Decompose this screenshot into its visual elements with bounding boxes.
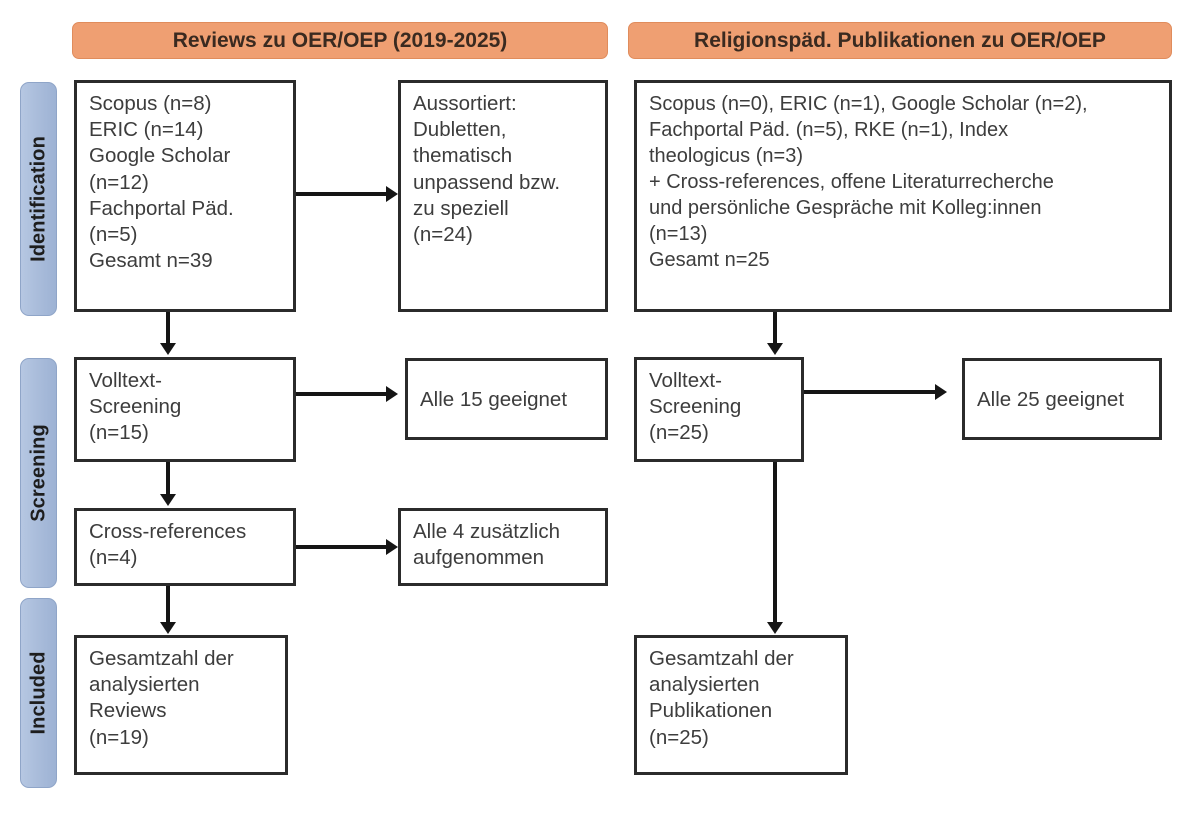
connector-right-fulltext-to-included — [773, 462, 777, 624]
connector-left-crossref-to-included — [166, 586, 170, 624]
left-included-box: Gesamtzahl der analysierten Reviews (n=1… — [74, 635, 288, 775]
connector-right-fulltext-to-result — [804, 390, 935, 394]
arrowhead-right-fulltext-to-result — [935, 384, 947, 400]
stage-label-included-text: Included — [27, 651, 49, 735]
stage-label-identification-text: Identification — [27, 136, 49, 262]
right-fulltext-box: Volltext- Screening (n=25) — [634, 357, 804, 462]
connector-right-ident-to-fulltext — [773, 312, 777, 345]
right-fulltext-result-box: Alle 25 geeignet — [962, 358, 1162, 440]
connector-left-fulltext-to-crossref — [166, 462, 170, 496]
arrowhead-left-ident-to-excluded — [386, 186, 398, 202]
arrowhead-left-ident-to-fulltext — [160, 343, 176, 355]
left-fulltext-box: Volltext- Screening (n=15) — [74, 357, 296, 462]
column-header-reviews-text: Reviews zu OER/OEP (2019-2025) — [172, 28, 508, 52]
arrowhead-left-crossref-to-included — [160, 622, 176, 634]
connector-left-fulltext-to-result — [296, 392, 386, 396]
left-crossref-box: Cross-references (n=4) — [74, 508, 296, 586]
connector-left-crossref-to-result — [296, 545, 386, 549]
stage-label-included: Included — [20, 598, 57, 788]
stage-label-screening: Screening — [20, 358, 57, 588]
left-crossref-result-box: Alle 4 zusätzlich aufgenommen — [398, 508, 608, 586]
connector-left-ident-to-excluded — [296, 192, 386, 196]
arrowhead-right-fulltext-to-included — [767, 622, 783, 634]
left-excluded-box: Aussortiert: Dubletten, thematisch unpas… — [398, 80, 608, 312]
arrowhead-left-fulltext-to-result — [386, 386, 398, 402]
stage-label-screening-text: Screening — [27, 424, 49, 522]
column-header-publications: Religionspäd. Publikationen zu OER/OEP — [628, 22, 1172, 59]
column-header-reviews: Reviews zu OER/OEP (2019-2025) — [72, 22, 608, 59]
arrowhead-left-crossref-to-result — [386, 539, 398, 555]
right-identification-box: Scopus (n=0), ERIC (n=1), Google Scholar… — [634, 80, 1172, 312]
arrowhead-right-ident-to-fulltext — [767, 343, 783, 355]
right-included-box: Gesamtzahl der analysierten Publikatione… — [634, 635, 848, 775]
left-identification-box: Scopus (n=8) ERIC (n=14) Google Scholar … — [74, 80, 296, 312]
connector-left-ident-to-fulltext — [166, 312, 170, 345]
column-header-publications-text: Religionspäd. Publikationen zu OER/OEP — [694, 28, 1106, 52]
left-fulltext-result-box: Alle 15 geeignet — [405, 358, 608, 440]
stage-label-identification: Identification — [20, 82, 57, 316]
arrowhead-left-fulltext-to-crossref — [160, 494, 176, 506]
